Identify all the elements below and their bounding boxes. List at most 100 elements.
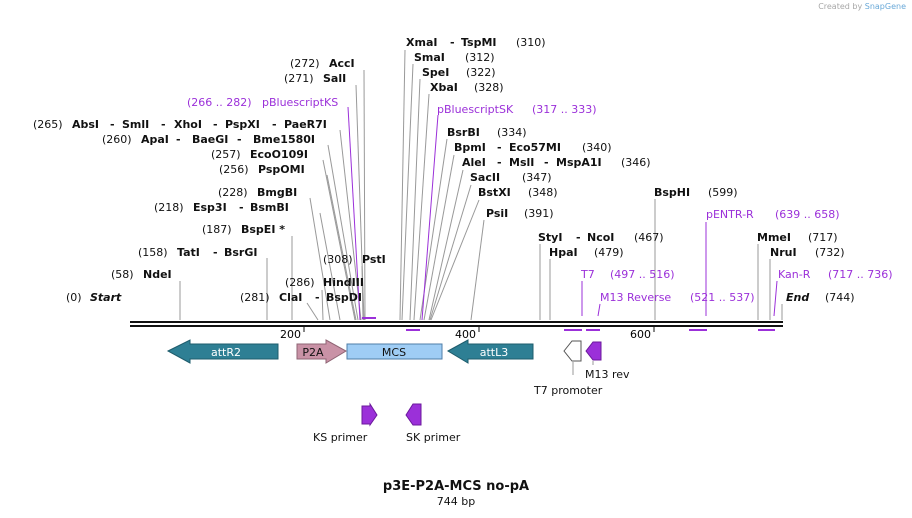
credit-prefix: Created by [818, 2, 863, 11]
primer-site-labels: (266 .. 282) pBluescriptKS pBluescriptSK… [187, 96, 893, 304]
site-position: (256) [219, 163, 249, 176]
feature-p2a[interactable]: P2A [296, 339, 348, 364]
site-position: (717) [808, 231, 838, 244]
svg-text:-: - [110, 118, 115, 131]
feature-label: P2A [302, 346, 324, 359]
svg-text:-: - [213, 246, 218, 259]
svg-text:-: - [576, 231, 581, 244]
primer-name-kan-r: Kan-R [778, 268, 811, 281]
site-name-bme1580i: Bme1580I [253, 133, 315, 146]
site-name-ndei: NdeI [143, 268, 172, 281]
feature-label: T7 promoter [533, 384, 603, 397]
site-position: (257) [211, 148, 241, 161]
snapgene-credit: Created by SnapGene [818, 2, 906, 11]
feature-label: attL3 [480, 346, 509, 359]
site-name-sacii: SacII [470, 171, 500, 184]
site-name-hindiii: HindIII [323, 276, 364, 289]
primer-range: (317 .. 333) [532, 103, 597, 116]
site-name-bsrgi: BsrGI [224, 246, 257, 259]
site-name-ecoo109i: EcoO109I [250, 148, 308, 161]
svg-text:-: - [237, 133, 242, 146]
site-position: (467) [634, 231, 664, 244]
site-name-bmgbi: BmgBI [257, 186, 297, 199]
feature-sk-primer[interactable]: SK primer [405, 403, 461, 444]
site-position: (228) [218, 186, 248, 199]
feature-label: M13 rev [585, 368, 630, 381]
site-name-start: Start [90, 291, 122, 304]
ruler-label: 200 [280, 328, 301, 341]
site-position: (310) [516, 36, 546, 49]
feature-label: KS primer [313, 431, 368, 444]
svg-text:-: - [497, 141, 502, 154]
primer-range: (497 .. 516) [610, 268, 675, 281]
site-position: (187) [202, 223, 232, 236]
site-name-smai: SmaI [414, 51, 445, 64]
site-position: (391) [524, 207, 554, 220]
site-position: (218) [154, 201, 184, 214]
site-name-sali: SalI [323, 72, 346, 85]
site-position: (346) [621, 156, 651, 169]
site-name-alei: AleI [462, 156, 486, 169]
svg-text:-: - [161, 118, 166, 131]
site-name-bsmbi: BsmBI [250, 201, 289, 214]
site-name-smli: SmlI [122, 118, 149, 131]
site-name-acci: AccI [329, 57, 355, 70]
site-name-bspdi: BspDI [326, 291, 362, 304]
site-name-bsphi: BspHI [654, 186, 690, 199]
svg-text:-: - [544, 156, 549, 169]
svg-text:-: - [497, 156, 502, 169]
site-name-tspmi: TspMI [461, 36, 497, 49]
site-position: (58) [111, 268, 134, 281]
site-name-apai: ApaI [141, 133, 169, 146]
site-name-msli: MslI [509, 156, 534, 169]
site-position: (286) [285, 276, 315, 289]
plasmid-size: 744 bp [436, 495, 476, 508]
backbone [130, 321, 783, 327]
site-position: (732) [815, 246, 845, 259]
svg-text:-: - [176, 133, 181, 146]
site-name-styi: StyI [538, 231, 562, 244]
site-name-mspa1i: MspA1I [556, 156, 602, 169]
site-position: (744) [825, 291, 855, 304]
site-position: (272) [290, 57, 320, 70]
site-position: (265) [33, 118, 63, 131]
ruler-label: 400 [455, 328, 476, 341]
site-name-bstxi: BstXI [478, 186, 511, 199]
feature-attl3[interactable]: attL3 [446, 339, 534, 364]
primer-range: (266 .. 282) [187, 96, 252, 109]
feature-attr2[interactable]: attR2 [166, 339, 279, 364]
site-name-clai: ClaI [279, 291, 302, 304]
primer-name-m13-reverse: M13 Reverse [600, 291, 671, 304]
snapgene-logo-text: SnapGene [864, 2, 906, 11]
feature-mcs[interactable]: MCS [346, 343, 443, 360]
site-position: (334) [497, 126, 527, 139]
site-position: (271) [284, 72, 314, 85]
plasmid-title: p3E-P2A-MCS no-pA [382, 479, 530, 494]
site-position: (599) [708, 186, 738, 199]
primer-name-pbluescriptsk: pBluescriptSK [437, 103, 514, 116]
feature-label: attR2 [211, 346, 241, 359]
primer-range: (639 .. 658) [775, 208, 840, 221]
site-position: (348) [528, 186, 558, 199]
ruler: 200 400 600 [280, 327, 655, 341]
site-position: (260) [102, 133, 132, 146]
site-labels: (0) Start (58) NdeI (158) TatI - BsrGI (… [33, 36, 855, 304]
feature-t7-promoter[interactable]: T7 promoter [533, 340, 603, 397]
site-name-hpai: HpaI [549, 246, 578, 259]
site-name-eco57mi: Eco57MI [509, 141, 561, 154]
site-position: (347) [522, 171, 552, 184]
leader-lines [179, 49, 783, 321]
site-name-bsrbi: BsrBI [447, 126, 480, 139]
site-position: (340) [582, 141, 612, 154]
site-name-end: End [786, 291, 809, 304]
site-name-bspei: BspEI * [241, 223, 285, 236]
feature-m13-rev[interactable]: M13 rev [585, 341, 630, 381]
site-name-nrui: NruI [770, 246, 797, 259]
site-name-pspxi: PspXI [225, 118, 260, 131]
feature-ks-primer[interactable]: KS primer [313, 402, 378, 444]
primer-name-pbluescriptks: pBluescriptKS [262, 96, 338, 109]
features: attR2 P2A MCS attL3 T7 promoter M13 rev … [166, 339, 630, 444]
svg-text:-: - [272, 118, 277, 131]
site-name-xmai: XmaI [406, 36, 437, 49]
